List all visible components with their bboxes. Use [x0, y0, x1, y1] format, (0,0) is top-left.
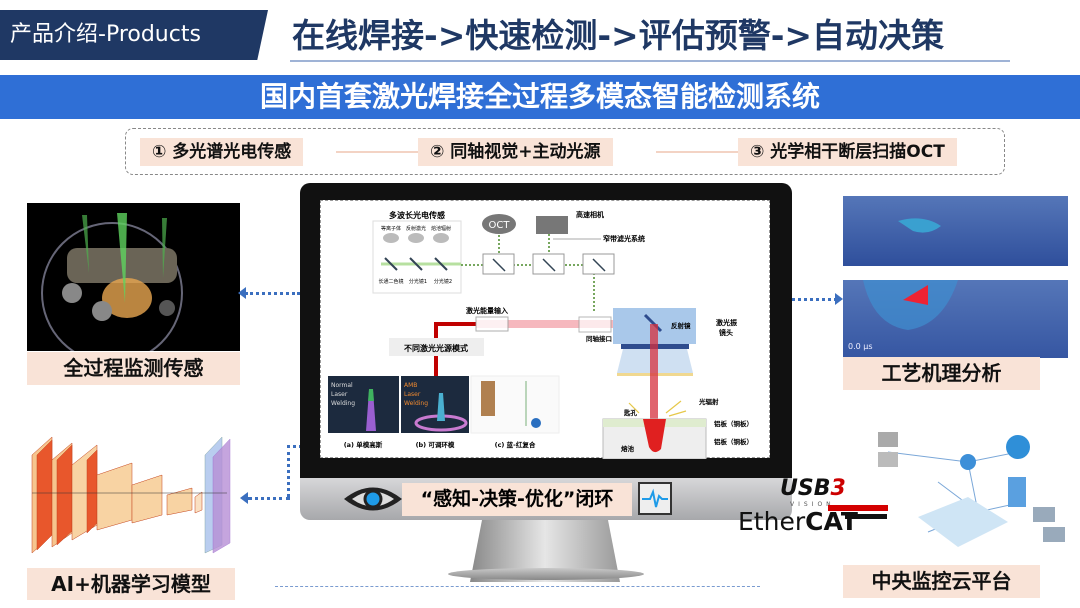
panel-text: Normal [331, 382, 353, 389]
banner-title: 国内首套激光焊接全过程多模态智能检测系统 [0, 75, 1080, 119]
sensor-label: 等离子体 [381, 225, 401, 232]
sensing-illustration [41, 213, 183, 351]
cloud-platform-label: 中央监控云平台 [843, 565, 1040, 598]
oct-label: OCT [489, 220, 511, 231]
sensor-label: 反射激光 [406, 225, 426, 232]
oct-unit [482, 214, 516, 234]
panel-text: AMB [404, 382, 417, 389]
coax-label: 同轴接口 [586, 334, 612, 343]
panel-caption: (a) 单模高斯 [344, 440, 383, 449]
panel-amb [401, 376, 469, 433]
arrow-to-ai [248, 497, 290, 500]
pool-label: 熔池 [621, 444, 635, 453]
arrow-to-ai-top [287, 445, 302, 448]
keyhole-illustration [863, 280, 958, 330]
process-sim-image-2: 0.0 μs [843, 280, 1068, 358]
laser-beam [476, 320, 656, 328]
cnn-model-image [27, 435, 237, 560]
closed-loop-label: “感知-决策-优化”闭环 [402, 483, 632, 516]
feature-bar: ① 多光谱光电传感 ② 同轴视觉+主动光源 ③ 光学相干断层扫描OCT [125, 128, 1005, 175]
feature-1: ① 多光谱光电传感 [140, 138, 304, 166]
usb3-vision-sub: VISION [790, 501, 835, 508]
sensor-diodes [383, 233, 449, 243]
usb3-vision-logo: USB3 [780, 476, 846, 501]
waveform-icon [638, 482, 672, 515]
plate-label: 铝板（铜板） [714, 437, 753, 446]
galvo-label: 镜头 [719, 328, 733, 337]
multi-wave-title: 多波长光电传感 [389, 210, 445, 220]
arrow-to-ai-vertical [287, 445, 290, 497]
laser-input-label: 激光能量输入 [466, 306, 508, 315]
divider-line [275, 586, 760, 587]
sensor-module [372, 220, 462, 294]
reflector-label: 反射镜 [671, 321, 691, 330]
camera-label: 高速相机 [576, 210, 604, 219]
sensor-label: 熔池辐射 [431, 225, 451, 232]
filter-label: 窄带滤光系统 [603, 234, 645, 243]
sensing-image [27, 203, 240, 351]
radiation-label: 光辐射 [698, 397, 719, 406]
sensing-label: 全过程监测传感 [27, 352, 240, 385]
process-sim-image-1 [843, 196, 1068, 266]
galvo-label: 激光振 [716, 318, 737, 327]
ai-model-label: AI+机器学习模型 [27, 568, 235, 600]
melt-pool-illustration [898, 218, 941, 233]
connector [336, 151, 421, 153]
mirror-label: 长通二色镜 [378, 278, 403, 285]
connector [656, 151, 741, 153]
panel-text: Welding [404, 400, 428, 407]
cnn-layers-illustration [31, 436, 231, 554]
arrow-to-mechanism [792, 298, 837, 301]
mirror-label: 分光镜2 [434, 278, 452, 285]
arrowhead [835, 293, 843, 305]
page-title: 在线焊接->快速检测->评估预警->自动决策 [290, 10, 1010, 62]
eye-icon [344, 487, 402, 511]
coax-interface [578, 316, 612, 333]
arrowhead [240, 492, 248, 504]
mirror-label: 分光镜1 [409, 278, 427, 285]
plate-label: 铝板（铜板） [714, 419, 753, 428]
panel-caption: (c) 蓝-红复合 [495, 440, 536, 449]
laser-fiber [434, 322, 476, 378]
section-tag: 产品介绍-Products [0, 10, 268, 60]
arrow-to-sensing [245, 292, 300, 295]
feature-3: ③ 光学相干断层扫描OCT [738, 138, 957, 166]
laser-beam-down [650, 324, 658, 449]
arrowhead [238, 287, 246, 299]
network-illustration [878, 432, 1065, 547]
ethercat-arrow-red [828, 505, 888, 511]
cloud-network-image [848, 422, 1073, 557]
camera-unit [536, 216, 568, 234]
monitor-foot [448, 568, 644, 580]
keyhole-label: 匙孔 [623, 408, 638, 417]
monitor-screen: 多波长光电传感 等离子体 反射激光 熔池辐射 长通二色镜 分光镜1 分光镜2 O… [320, 200, 770, 460]
welding-system-diagram: 多波长光电传感 等离子体 反射激光 熔池辐射 长通二色镜 分光镜1 分光镜2 O… [328, 210, 753, 460]
ethercat-logo: EtherCAT [738, 507, 858, 536]
panel-text: Welding [331, 400, 355, 407]
ethercat-arrow-black [845, 514, 887, 519]
panel-normal [328, 376, 399, 433]
panel-caption: (b) 可调环模 [416, 440, 455, 449]
modes-box [389, 338, 484, 356]
panel-text: Laser [331, 391, 348, 398]
panel-text: Laser [404, 391, 421, 398]
mechanism-label: 工艺机理分析 [843, 357, 1040, 390]
feature-2: ② 同轴视觉+主动光源 [418, 138, 613, 166]
time-readout: 0.0 μs [848, 342, 873, 351]
modes-label: 不同激光光源模式 [404, 343, 468, 353]
